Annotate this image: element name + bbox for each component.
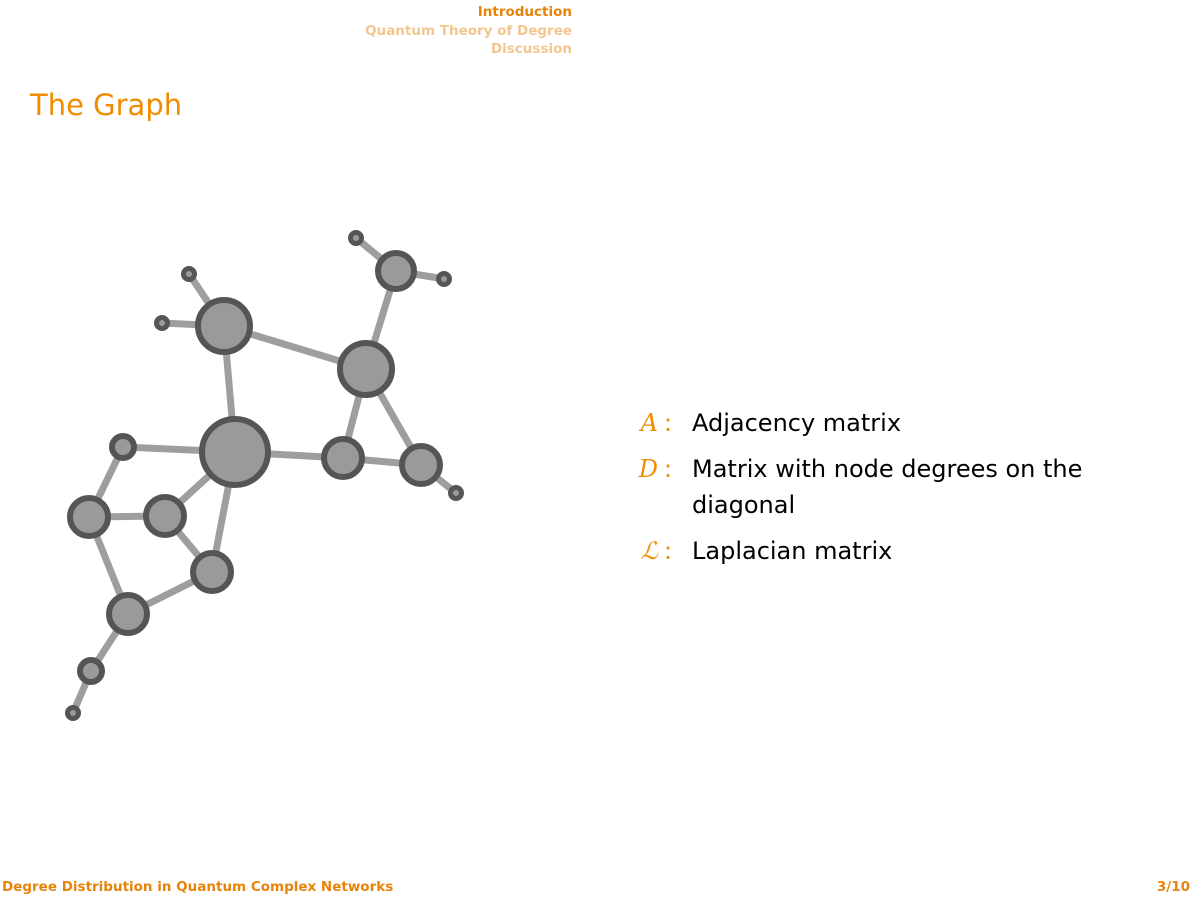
separator: : — [664, 409, 673, 437]
graph-node — [190, 550, 234, 594]
slide-title: The Graph — [30, 88, 183, 122]
graph-node — [181, 266, 197, 282]
symbol-l: ℒ — [640, 537, 658, 565]
graph-node — [436, 271, 452, 287]
definition-text: Laplacian matrix — [692, 537, 893, 565]
graph-node — [448, 485, 464, 501]
definition-laplacian: ℒ: Laplacian matrix — [630, 533, 1142, 569]
graph-node — [199, 416, 271, 488]
section-navigation: Introduction Quantum Theory of Degree Di… — [365, 3, 572, 59]
definition-symbol: A: — [630, 405, 680, 441]
graph-node — [399, 443, 443, 487]
graph-node — [348, 230, 364, 246]
graph-node — [109, 433, 137, 461]
graph-node — [375, 250, 417, 292]
page-number: 3/10 — [1156, 879, 1190, 895]
definition-text: Matrix with node degrees on the diagonal — [692, 455, 1083, 519]
graph-node — [195, 297, 253, 355]
definition-adjacency: A: Adjacency matrix — [630, 405, 1142, 441]
graph-node — [143, 494, 187, 538]
graph-node — [67, 495, 111, 539]
graph-node — [65, 705, 81, 721]
footer-bar: Degree Distribution in Quantum Complex N… — [0, 879, 1200, 899]
graph-node — [106, 592, 150, 636]
network-graph — [65, 230, 464, 721]
definition-symbol: ℒ: — [630, 533, 680, 569]
definition-symbol: D: — [630, 451, 680, 487]
nav-section-discussion[interactable]: Discussion — [490, 41, 572, 57]
separator: : — [664, 455, 673, 483]
definition-text: Adjacency matrix — [692, 409, 902, 437]
nav-section-quantum-theory-of-degree[interactable]: Quantum Theory of Degree — [365, 22, 572, 39]
graph-node — [337, 340, 395, 398]
graph-node — [321, 436, 365, 480]
graph-node — [77, 657, 105, 685]
footer-title: Degree Distribution in Quantum Complex N… — [2, 879, 394, 895]
separator: : — [664, 537, 673, 565]
definition-list: A: Adjacency matrix D: Matrix with node … — [630, 405, 1142, 579]
graph-node — [154, 315, 170, 331]
definition-degree: D: Matrix with node degrees on the diago… — [630, 451, 1142, 523]
symbol-d: D — [638, 455, 658, 483]
symbol-a: A — [640, 409, 658, 437]
nav-section-introduction[interactable]: Introduction — [477, 4, 572, 20]
